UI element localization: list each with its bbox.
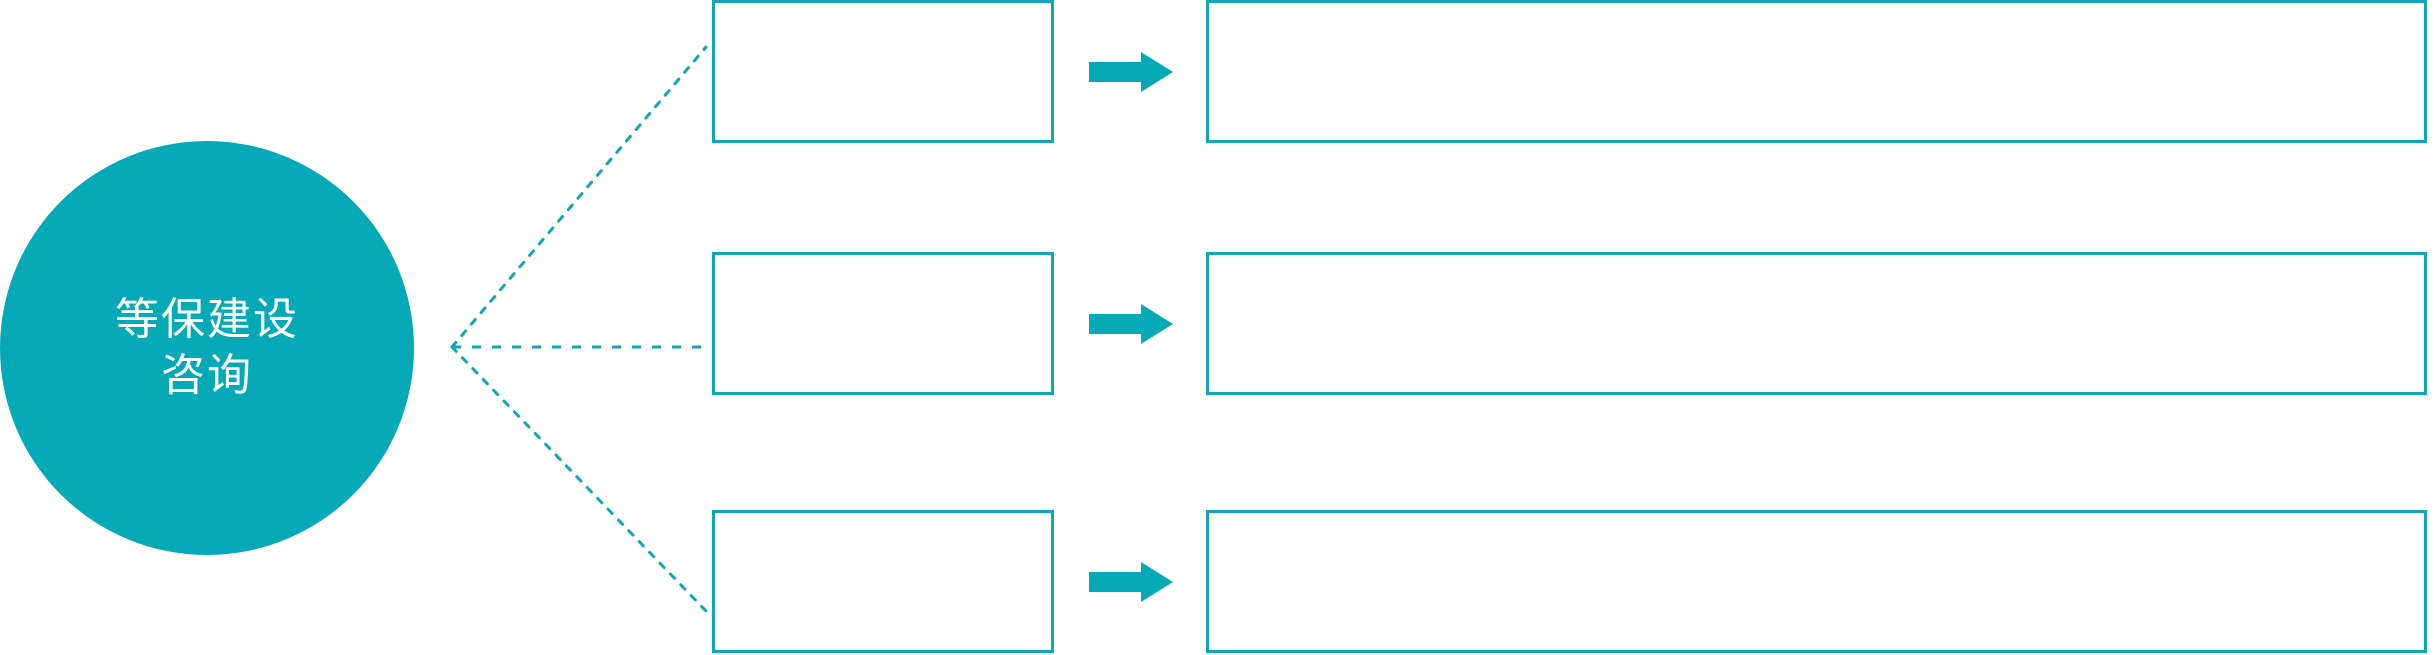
detail-box-2[interactable] <box>1206 252 2427 395</box>
diagram-row-1 <box>0 0 2434 145</box>
stage-box-3[interactable] <box>712 510 1054 653</box>
detail-box-3[interactable] <box>1206 510 2427 653</box>
diagram-row-3 <box>0 510 2434 655</box>
stage-box-2[interactable] <box>712 252 1054 395</box>
arrow-right-icon-1 <box>1089 52 1173 92</box>
detail-box-1[interactable] <box>1206 0 2427 143</box>
diagram-row-2 <box>0 252 2434 397</box>
stage-box-1[interactable] <box>712 0 1054 143</box>
arrow-right-icon-3 <box>1089 562 1173 602</box>
hub-label-line-2: 咨询 <box>161 351 253 400</box>
hub-label-line-1: 等保建设 <box>115 294 299 344</box>
arrow-right-icon-2 <box>1089 304 1173 344</box>
hub-circle[interactable]: 等保建设 咨询 <box>0 141 414 555</box>
